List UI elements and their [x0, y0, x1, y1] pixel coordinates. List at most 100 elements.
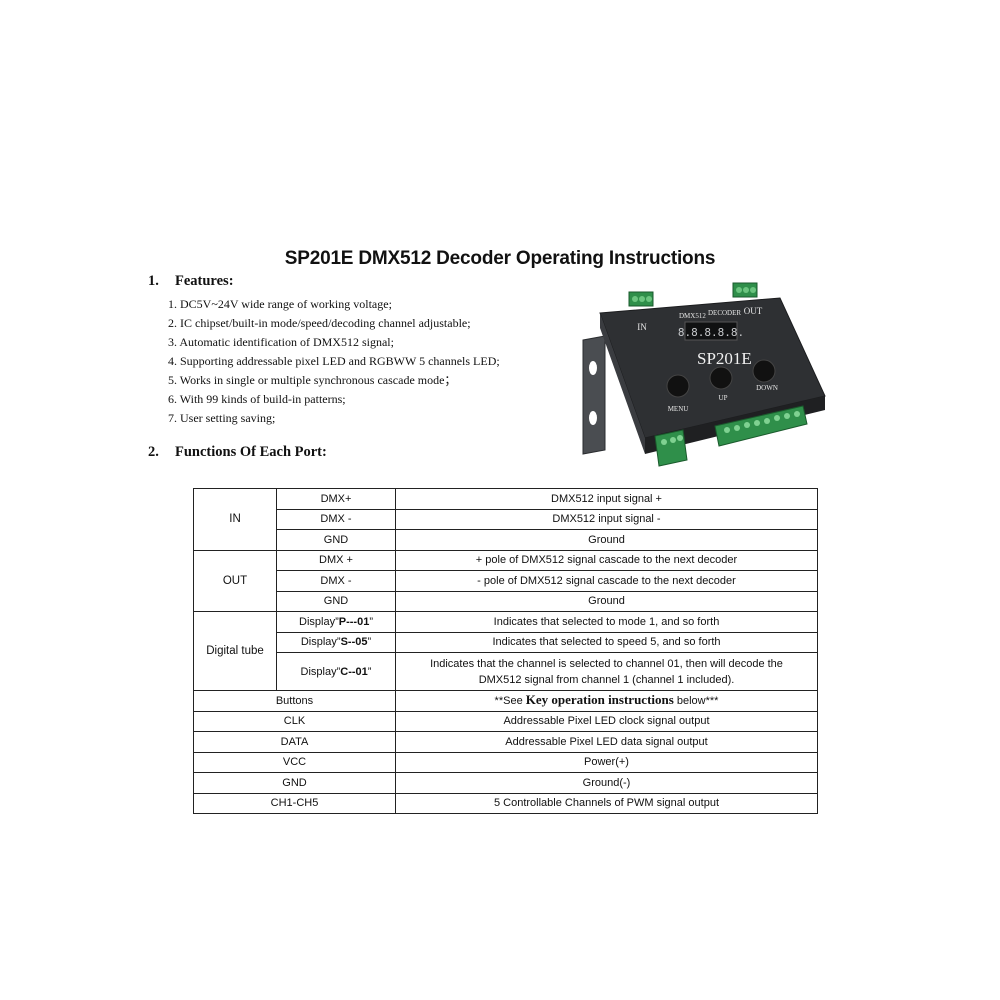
label-cell: CLK [193, 710, 396, 732]
functions-heading-text: Functions Of Each Port: [175, 444, 327, 460]
pin-cell: DMX+ [276, 488, 396, 510]
table-row: GND Ground [194, 590, 818, 612]
pin-cell: DMX + [276, 549, 396, 571]
pin-cell: GND [276, 529, 396, 551]
desc-cell: DMX512 input signal + [395, 488, 818, 510]
features-list: 1. DC5V~24V wide range of working voltag… [168, 295, 500, 428]
up-button[interactable] [709, 366, 733, 390]
pin-cell: Display”S--05” [276, 631, 396, 653]
display-suffix: ” [369, 615, 373, 628]
features-number: 1. [148, 273, 159, 289]
mounting-hole [589, 361, 597, 375]
device-side [600, 313, 645, 454]
buttons-desc-pre: **See [494, 695, 526, 708]
feature-item: 2. IC chipset/built-in mode/speed/decodi… [168, 316, 471, 330]
buttons-desc-post: below*** [673, 695, 719, 708]
terminal-screw [743, 287, 749, 293]
display-digits: 8.8.8.8.8. [678, 326, 744, 339]
tube-group-cell: Digital tube [193, 611, 277, 691]
in-group-cell: IN [193, 488, 277, 551]
desc-line: Indicates that the channel is selected t… [430, 657, 783, 670]
feature-item: 1. DC5V~24V wide range of working voltag… [168, 297, 392, 311]
device-in-label: IN [637, 322, 647, 332]
device-photo: IN OUT DMX512 DECODER 8.8.8.8.8. SP201E … [582, 282, 826, 467]
desc-cell: Indicates that selected to mode 1, and s… [395, 611, 818, 633]
table-row: Digital tube Display”P---01” Indicates t… [193, 611, 818, 691]
document-title: SP201E DMX512 Decoder Operating Instruct… [284, 248, 716, 269]
down-label: DOWN [756, 384, 778, 392]
desc-cell: Addressable Pixel LED data signal output [395, 731, 818, 753]
display-code: S--05 [340, 636, 368, 649]
table-row: IN DMX+ DMX512 input signal + [193, 488, 818, 551]
functions-number: 2. [148, 444, 159, 460]
table-row: Display”S--05” Indicates that selected t… [194, 631, 818, 653]
ports-table: IN DMX+ DMX512 input signal + DMX - DMX5… [193, 488, 818, 814]
table-row: DMX - - pole of DMX512 signal cascade to… [194, 570, 818, 592]
table-row: Buttons **See Key operation instructions… [193, 690, 818, 712]
table-row: CLK Addressable Pixel LED clock signal o… [193, 710, 818, 732]
table-row: VCC Power(+) [193, 751, 818, 773]
key-operation-link: Key operation instructions [525, 692, 674, 708]
menu-button[interactable] [666, 374, 690, 398]
table-row: GND Ground [194, 529, 818, 551]
mounting-hole [589, 411, 597, 425]
pin-cell: GND [276, 590, 396, 612]
feature-item: 3. Automatic identification of DMX512 si… [168, 335, 394, 349]
feature-item: 5. Works in single or multiple synchrono… [168, 373, 457, 387]
desc-cell: Indicates that selected to speed 5, and … [395, 631, 818, 653]
up-label: UP [719, 394, 728, 402]
device-out-label: OUT [744, 306, 763, 316]
display-prefix: Display” [299, 615, 339, 628]
functions-heading: 2. Functions Of Each Port: [148, 444, 327, 461]
display-code: C--01 [340, 665, 368, 678]
mounting-ear [582, 335, 606, 455]
power-terminal-screws [661, 435, 683, 445]
out-group-cell: OUT [193, 549, 277, 612]
terminal-screw [639, 296, 645, 302]
display-suffix: ” [367, 636, 372, 649]
feature-item: 6. With 99 kinds of build-in patterns; [168, 392, 346, 406]
desc-cell: + pole of DMX512 signal cascade to the n… [395, 549, 818, 571]
output-terminal-screws [724, 411, 800, 433]
feature-item: 7. User setting saving; [168, 411, 276, 425]
label-cell: VCC [193, 751, 396, 773]
label-cell: GND [193, 772, 396, 794]
power-terminal [654, 429, 688, 467]
desc-cell: - pole of DMX512 signal cascade to the n… [395, 570, 818, 592]
desc-cell: Addressable Pixel LED clock signal outpu… [395, 710, 818, 732]
table-row: OUT DMX + + pole of DMX512 signal cascad… [193, 549, 818, 612]
desc-cell: Ground(-) [395, 772, 818, 794]
device-model-label: SP201E [697, 349, 752, 368]
digital-display [684, 321, 738, 341]
table-row: GND Ground(-) [193, 772, 818, 794]
terminal-screw [646, 296, 652, 302]
desc-cell: DMX512 input signal - [395, 508, 818, 530]
desc-cell: Ground [395, 529, 818, 551]
table-row: CH1-CH5 5 Controllable Channels of PWM s… [193, 792, 818, 814]
table-row: Display”C--01” Indicates that the channe… [194, 652, 818, 691]
desc-line: DMX512 signal from channel 1 (channel 1 … [478, 673, 735, 686]
down-button[interactable] [752, 359, 776, 383]
desc-cell: 5 Controllable Channels of PWM signal ou… [395, 792, 818, 814]
buttons-cell: Buttons [193, 690, 396, 712]
features-heading-text: Features: [175, 273, 234, 289]
buttons-desc-cell: **See Key operation instructions below**… [395, 690, 818, 712]
table-row: DATA Addressable Pixel LED data signal o… [193, 731, 818, 753]
label-cell: CH1-CH5 [193, 792, 396, 814]
terminal-screw [736, 287, 742, 293]
display-prefix: Display” [300, 636, 341, 649]
table-row: DMX - DMX512 input signal - [194, 508, 818, 530]
pin-cell: DMX - [276, 508, 396, 530]
desc-cell: Indicates that the channel is selected t… [395, 652, 818, 691]
display-prefix: Display” [300, 665, 341, 678]
desc-cell: Ground [395, 590, 818, 612]
display-suffix: ” [367, 665, 372, 678]
device-dmx-label: DMX512 [679, 312, 706, 320]
terminal-screw [750, 287, 756, 293]
pin-cell: Display”C--01” [276, 652, 396, 691]
pin-cell: DMX - [276, 570, 396, 592]
device-decoder-label: DECODER [708, 309, 741, 317]
label-cell: DATA [193, 731, 396, 753]
feature-item: 4. Supporting addressable pixel LED and … [168, 354, 500, 368]
menu-label: MENU [668, 405, 689, 413]
